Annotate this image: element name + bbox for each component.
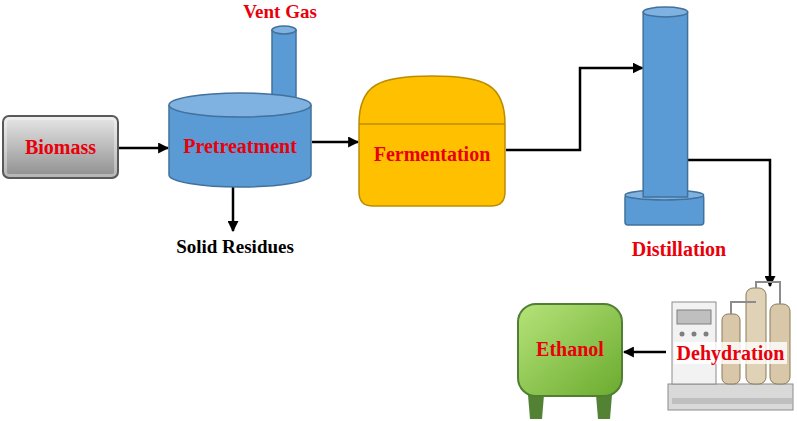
- node-label: Distillation: [632, 238, 726, 260]
- dehydration-unit: Dehydration: [666, 280, 795, 416]
- node-label: Ethanol: [536, 338, 604, 360]
- flow-arrow: [312, 141, 358, 144]
- node-label: Dehydration: [674, 342, 788, 364]
- node-label: Pretreatment: [183, 135, 297, 157]
- node-label: Biomass: [25, 136, 96, 158]
- distillation-column-outline: [625, 4, 734, 260]
- feed-box: Biomass: [2, 115, 119, 179]
- ethanol-tank-outline: [516, 300, 624, 420]
- vent-label: Vent Gas: [243, 2, 317, 23]
- node-label: Fermentation: [374, 143, 491, 165]
- residue-arrow: [232, 187, 235, 231]
- distillation-column: Distillation: [625, 4, 734, 260]
- fermentation-tank-outline: [358, 74, 506, 208]
- flow-arrow: [506, 68, 643, 150]
- fermentation-tank: Fermentation: [358, 74, 506, 208]
- pretreatment-tank: Pretreatment: [168, 92, 312, 188]
- flow-arrow: [624, 351, 666, 354]
- ethanol-tank: Ethanol: [516, 300, 624, 420]
- flow-arrow: [119, 147, 168, 150]
- residue-label: Solid Residues: [176, 237, 294, 258]
